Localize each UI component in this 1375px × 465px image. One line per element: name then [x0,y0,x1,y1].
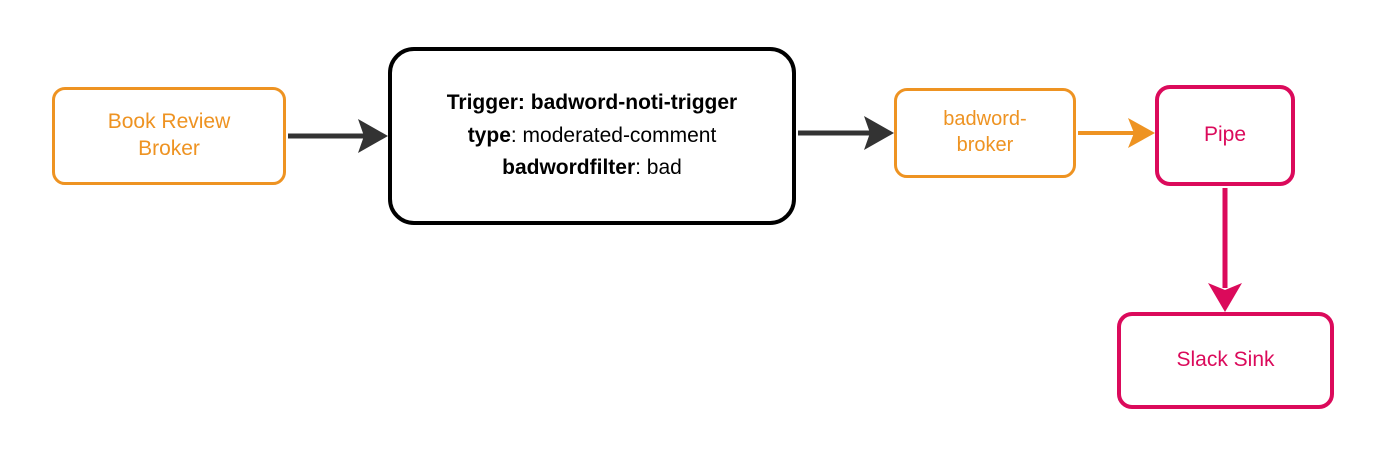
node-pipe[interactable]: Pipe [1155,85,1295,186]
trigger-type-value: : moderated-comment [510,123,717,147]
trigger-line-name: Trigger: badword-noti-trigger [447,87,737,120]
trigger-type-key: type [467,123,511,147]
node-slack-sink[interactable]: Slack Sink [1117,312,1334,409]
trigger-line-badwordfilter: badwordfilter: bad [447,152,737,185]
edge-pipe-to-slack-sink [1208,188,1242,312]
node-badword-broker[interactable]: badword- broker [894,88,1076,178]
trigger-name-text: Trigger: badword-noti-trigger [446,91,738,115]
node-slack-sink-label: Slack Sink [1176,348,1275,372]
edge-badword-broker-to-pipe [1078,118,1155,148]
edge-broker-to-trigger [288,119,388,153]
node-book-review-broker[interactable]: Book Review Broker [52,87,286,185]
trigger-badwordfilter-key: badwordfilter [502,156,636,180]
trigger-line-type: type: moderated-comment [447,120,737,153]
trigger-properties: Trigger: badword-noti-trigger type: mode… [447,87,737,185]
node-badword-broker-label: badword- broker [943,108,1027,156]
trigger-badwordfilter-value: : bad [635,156,682,180]
node-pipe-label: Pipe [1203,123,1247,147]
node-badword-noti-trigger[interactable]: Trigger: badword-noti-trigger type: mode… [388,47,796,225]
edge-trigger-to-badword-broker [798,116,894,150]
node-book-review-broker-label: Book Review Broker [107,110,231,160]
